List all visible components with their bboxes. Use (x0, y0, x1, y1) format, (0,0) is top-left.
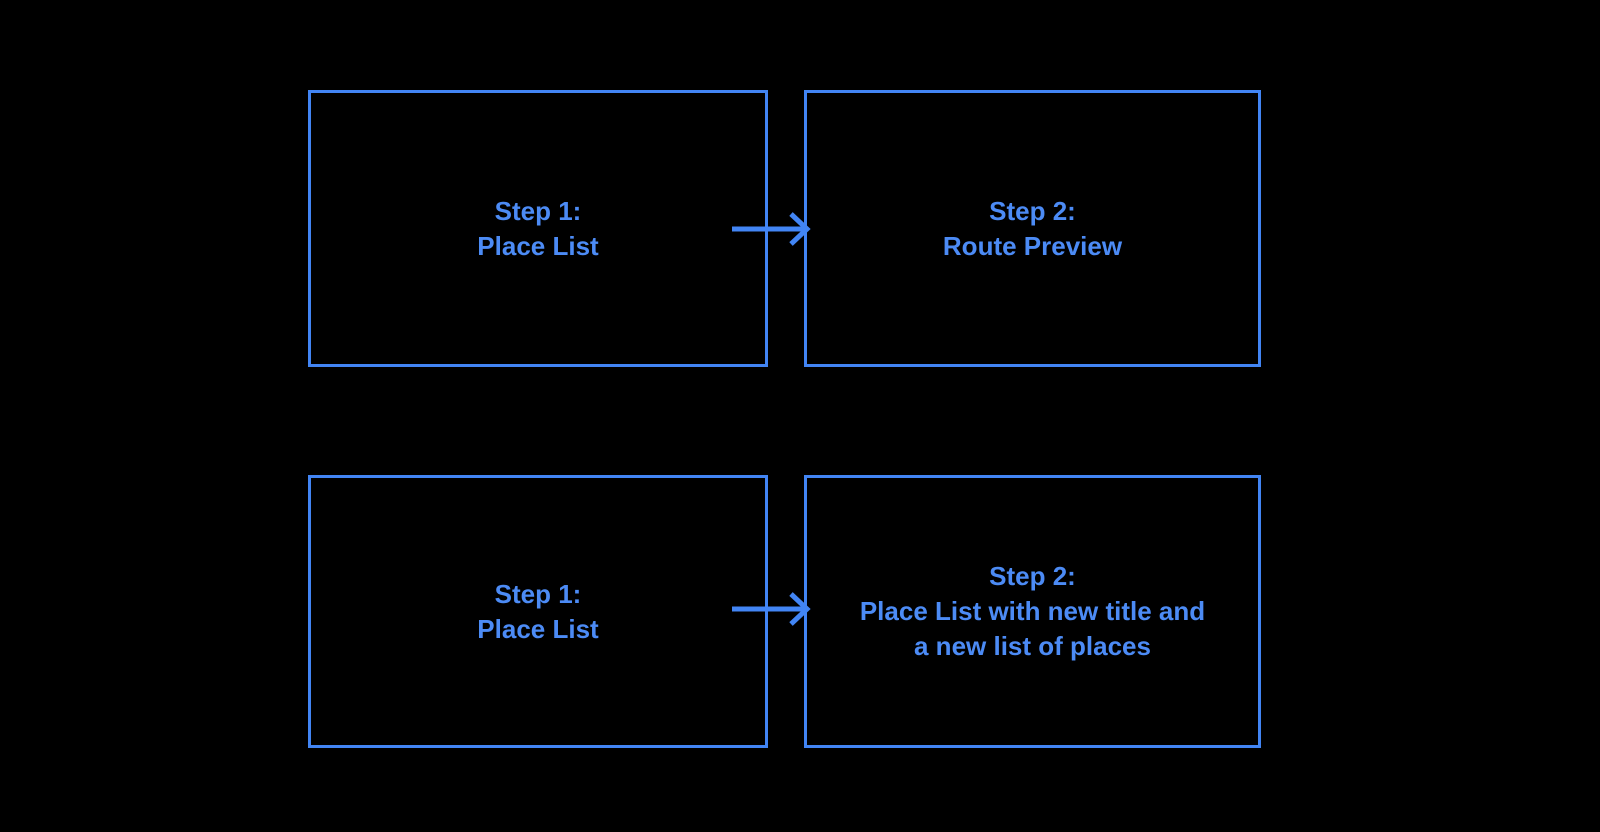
step-box-bottom-right-label: Step 2: Place List with new title and a … (859, 561, 1206, 661)
step-box-bottom-right[interactable]: Step 2: Place List with new title and a … (804, 475, 1261, 748)
step-box-top-left-label: Step 1: Place List (477, 195, 599, 261)
step-box-top-left[interactable]: Step 1: Place List (308, 90, 768, 367)
step-box-top-right-label: Step 2: Route Preview (942, 195, 1123, 261)
step-box-top-right[interactable]: Step 2: Route Preview (804, 90, 1261, 367)
step-box-bottom-left-label: Step 1: Place List (477, 578, 599, 644)
step-box-bottom-left[interactable]: Step 1: Place List (308, 475, 768, 748)
